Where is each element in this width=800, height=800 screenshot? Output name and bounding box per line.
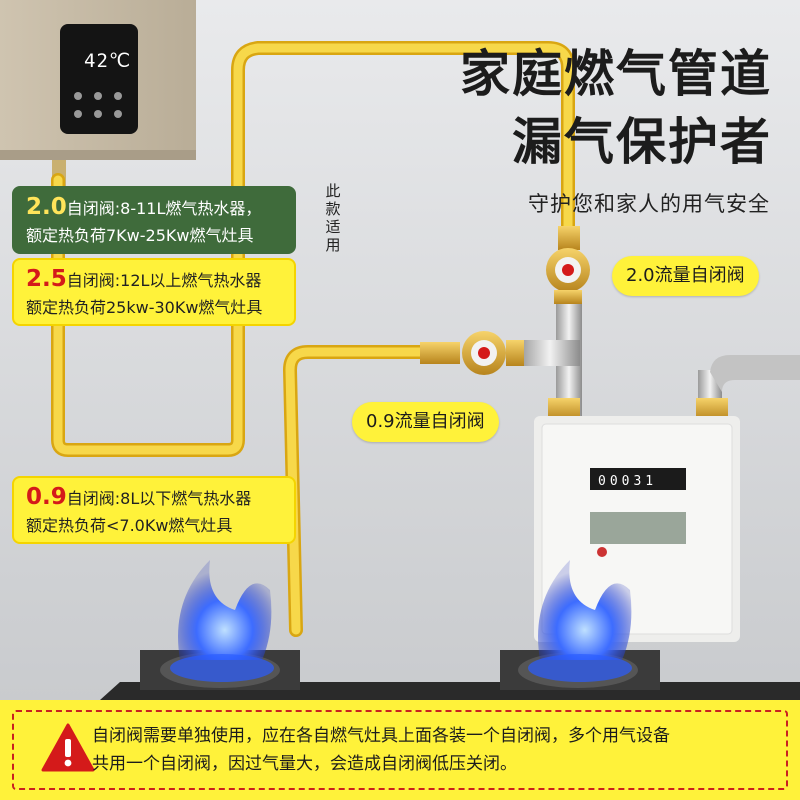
spec-box-2-5: 2.5自闭阀:12L以上燃气热水器 额定热负荷25kw-30Kw燃气灶具 bbox=[12, 258, 296, 326]
burner-flame-left bbox=[170, 560, 274, 682]
warning-frame: 自闭阀需要单独使用，应在各自燃气灶具上面各装一个自闭阀，多个用气设备 共用一个自… bbox=[12, 710, 788, 790]
heater-temperature: 42 bbox=[84, 50, 109, 72]
spec-number: 2.5 bbox=[26, 266, 67, 292]
applicable-char: 款 bbox=[325, 200, 341, 218]
warning-line1: 自闭阀需要单独使用，应在各自燃气灶具上面各装一个自闭阀，多个用气设备 bbox=[92, 726, 670, 746]
spec-number: 0.9 bbox=[26, 484, 67, 510]
warning-icon bbox=[41, 723, 95, 772]
burner-flame-right bbox=[528, 560, 632, 682]
applicable-char: 此 bbox=[325, 182, 341, 200]
spec-box-0-9: 0.9自闭阀:8L以下燃气热水器 额定热负荷<7.0Kw燃气灶具 bbox=[12, 476, 296, 544]
valve-0-9 bbox=[420, 331, 524, 375]
warning-line2: 共用一个自闭阀，因过气量大，会造成自闭阀低压关闭。 bbox=[92, 754, 517, 774]
applicable-note: 此 款 适 用 bbox=[322, 182, 344, 254]
spec-number: 2.0 bbox=[26, 194, 67, 220]
spec-box-2-0: 2.0自闭阀:8-11L燃气热水器， 额定热负荷7Kw-25Kw燃气灶具 bbox=[12, 186, 296, 254]
page-title-line1: 家庭燃气管道 bbox=[460, 45, 772, 103]
heater-display: 42℃ bbox=[84, 50, 131, 72]
valve-2-0 bbox=[546, 226, 590, 304]
page-title-line2: 漏气保护者 bbox=[512, 113, 772, 171]
applicable-char: 用 bbox=[325, 236, 341, 254]
gas-hoses bbox=[51, 41, 575, 637]
spec-line2: 额定热负荷7Kw-25Kw燃气灶具 bbox=[26, 226, 254, 245]
spec-line1: 自闭阀:8-11L燃气热水器， bbox=[66, 199, 262, 218]
page-subtitle: 守护您和家人的用气安全 bbox=[528, 192, 770, 216]
spec-line1: 自闭阀:12L以上燃气热水器 bbox=[66, 271, 262, 290]
applicable-char: 适 bbox=[325, 218, 341, 236]
heater-temperature-unit: ℃ bbox=[108, 50, 132, 72]
spec-line2: 额定热负荷<7.0Kw燃气灶具 bbox=[26, 516, 233, 535]
water-heater bbox=[0, 0, 196, 186]
gas-meter bbox=[534, 398, 740, 642]
label-valve-0-9: 0.9流量自闭阀 bbox=[352, 402, 499, 442]
meter-reading: 00031 bbox=[598, 474, 658, 489]
warning-text: 自闭阀需要单独使用，应在各自燃气灶具上面各装一个自闭阀，多个用气设备 共用一个自… bbox=[92, 722, 782, 778]
warning-banner: 自闭阀需要单独使用，应在各自燃气灶具上面各装一个自闭阀，多个用气设备 共用一个自… bbox=[0, 700, 800, 800]
spec-line1: 自闭阀:8L以下燃气热水器 bbox=[66, 489, 252, 508]
spec-line2: 额定热负荷25kw-30Kw燃气灶具 bbox=[26, 298, 263, 317]
label-valve-2-0: 2.0流量自闭阀 bbox=[612, 256, 759, 296]
